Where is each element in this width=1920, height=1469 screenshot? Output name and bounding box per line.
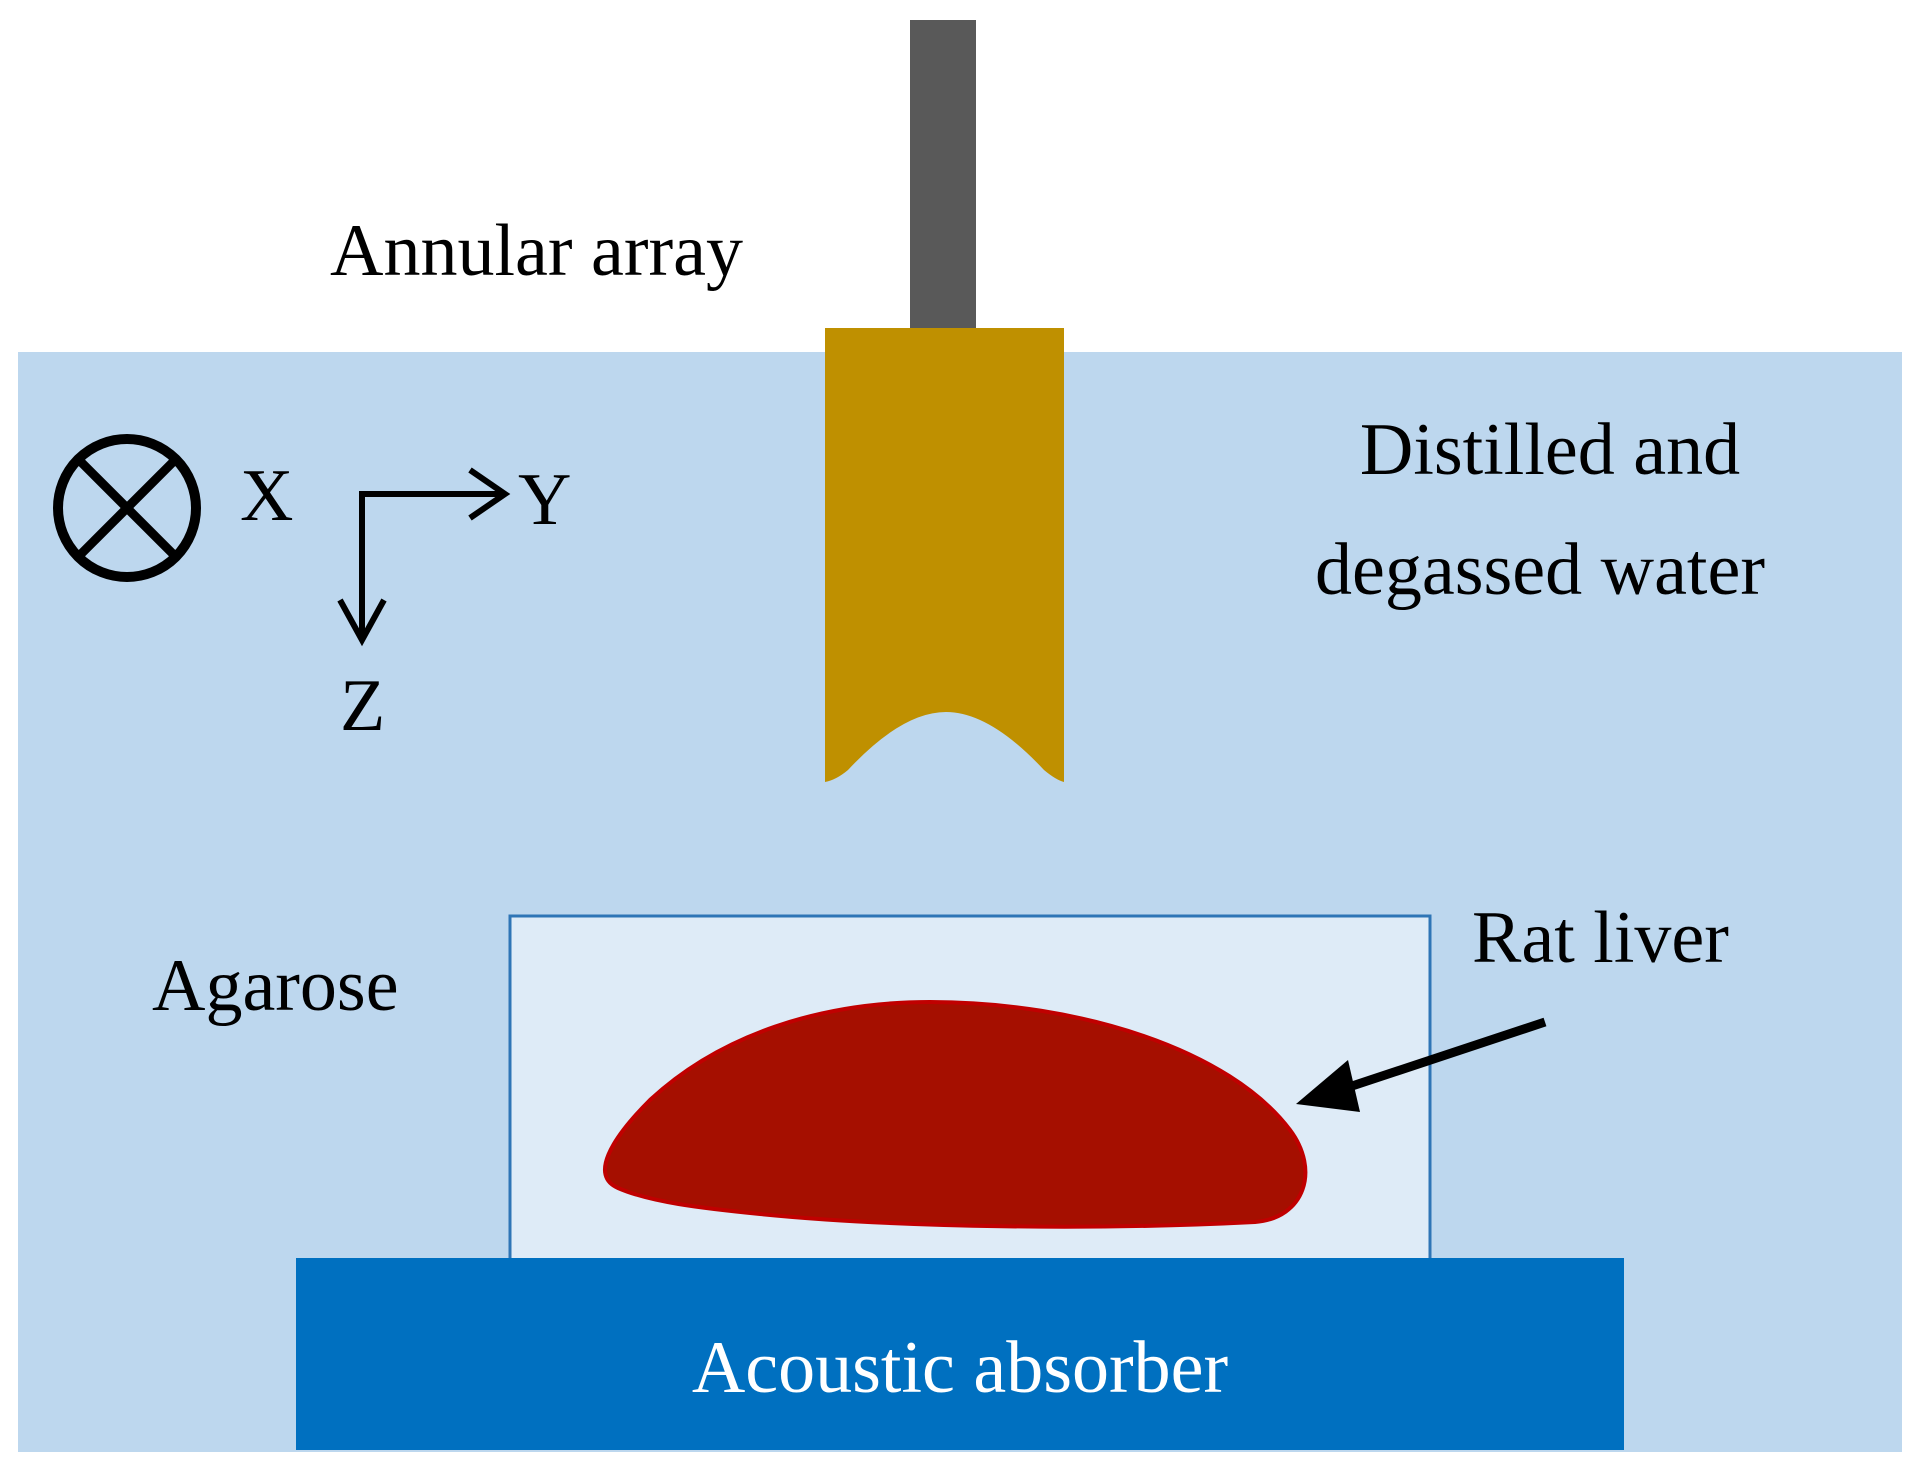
axis-y-label: Y (518, 459, 571, 541)
acoustic-absorber-label: Acoustic absorber (692, 1327, 1228, 1409)
y-axis-arrowhead (468, 467, 511, 521)
annular-array-transducer (825, 328, 1064, 782)
transducer-rod (910, 20, 976, 332)
water-label-line2: degassed water (1315, 529, 1765, 611)
rat-liver-label: Rat liver (1472, 897, 1729, 979)
axis-z-label: Z (340, 665, 385, 747)
circle-cross-icon (53, 434, 201, 582)
water-label-line1: Distilled and (1360, 409, 1740, 491)
rat-liver-pointer-arrow (1296, 1017, 1547, 1112)
agarose-label: Agarose (152, 945, 399, 1027)
axis-x-label: X (240, 455, 293, 537)
annular-array-label: Annular array (330, 210, 743, 292)
acoustic-absorber (296, 1258, 1624, 1450)
rat-liver (602, 999, 1308, 1229)
